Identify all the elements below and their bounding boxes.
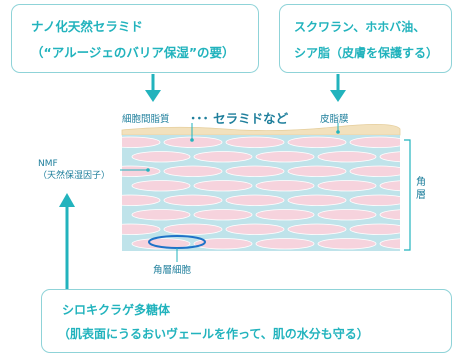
corneocyte <box>442 210 461 221</box>
corneocyte <box>163 165 223 177</box>
arrow-tremella <box>59 193 75 290</box>
callout-squalane: スクワラン、ホホバ油、 シア脂（皮膚を保護する） <box>279 4 452 73</box>
corneocyte <box>255 180 315 192</box>
corneocyte <box>122 194 161 206</box>
corneocyte <box>287 223 347 235</box>
label-intercellular-lipid: 細胞間脂質 <box>122 114 170 125</box>
stratum-bracket <box>404 139 411 251</box>
callout-ceramide-subtitle: （“アルージェのバリア保湿”の要） <box>31 45 235 60</box>
corneocyte <box>163 223 223 235</box>
label-ceramide-etc: ･･･ セラミドなど <box>190 111 289 126</box>
pointer-sebum-dot <box>336 130 340 134</box>
corneocyte <box>287 165 347 177</box>
corneocyte <box>225 194 285 206</box>
corneocyte <box>349 136 400 148</box>
corneocyte <box>412 166 461 177</box>
corneocyte <box>193 209 253 221</box>
corneocyte <box>163 136 223 148</box>
callout-ceramide: ナノ化天然セラミド （“アルージェのバリア保湿”の要） <box>11 4 259 73</box>
corneocyte <box>287 194 347 206</box>
corneocyte <box>163 194 223 206</box>
label-stratum-corneum-1: 角 <box>416 177 426 188</box>
corneocyte <box>349 223 400 235</box>
callout-tremella-subtitle: （肌表面にうるおいヴェールを作って、肌の水分も守る） <box>58 327 369 341</box>
corneocyte <box>442 239 461 250</box>
corneocyte <box>255 209 315 221</box>
corneocyte <box>131 209 191 221</box>
corneocyte <box>379 151 400 163</box>
corneocyte-rows <box>122 136 461 250</box>
label-nmf-description: （天然保湿因子） <box>38 171 111 181</box>
label-stratum-corneum-2: 層 <box>416 190 426 201</box>
corneocyte <box>317 209 377 221</box>
corneocyte <box>225 165 285 177</box>
arrow-squalane <box>330 74 346 102</box>
corneocyte <box>255 151 315 163</box>
corneocyte <box>122 165 161 177</box>
corneocyte <box>412 137 461 148</box>
corneocyte <box>349 194 400 206</box>
corneocyte <box>122 136 161 148</box>
label-corneocyte: 角層細胞 <box>153 265 192 276</box>
corneocyte <box>122 223 161 235</box>
corneocyte <box>442 152 461 163</box>
arrow-ceramide <box>145 74 161 102</box>
callout-tremella: シロキクラゲ多糖体 （肌表面にうるおいヴェールを作って、肌の水分も守る） <box>41 289 452 353</box>
corneocyte <box>317 151 377 163</box>
label-nmf: NMF <box>38 159 58 169</box>
corneocyte <box>193 180 253 192</box>
pointer-ceramide-dot <box>190 138 194 142</box>
callout-tremella-title: シロキクラゲ多糖体 <box>62 303 171 317</box>
corneocyte <box>193 238 253 250</box>
corneocyte <box>379 180 400 192</box>
callout-squalane-subtitle: シア脂（皮膚を保護する） <box>294 46 439 60</box>
corneocyte <box>379 209 400 221</box>
corneocyte <box>131 151 191 163</box>
corneocyte <box>287 136 347 148</box>
callout-ceramide-title: ナノ化天然セラミド <box>31 19 143 34</box>
corneocyte <box>317 180 377 192</box>
corneocyte <box>225 136 285 148</box>
corneocyte <box>193 151 253 163</box>
corneocyte <box>349 165 400 177</box>
pointer-nmf-dot <box>146 168 150 172</box>
corneocyte <box>412 224 461 235</box>
label-sebum-membrane: 皮脂膜 <box>320 114 349 125</box>
corneocyte <box>379 238 400 250</box>
corneocyte <box>442 181 461 192</box>
callout-squalane-title: スクワラン、ホホバ油、 <box>294 20 426 34</box>
corneocyte <box>255 238 315 250</box>
sebum-membrane <box>121 124 401 136</box>
corneocyte <box>317 238 377 250</box>
corneocyte <box>131 180 191 192</box>
corneocyte <box>225 223 285 235</box>
corneocyte <box>131 238 191 250</box>
